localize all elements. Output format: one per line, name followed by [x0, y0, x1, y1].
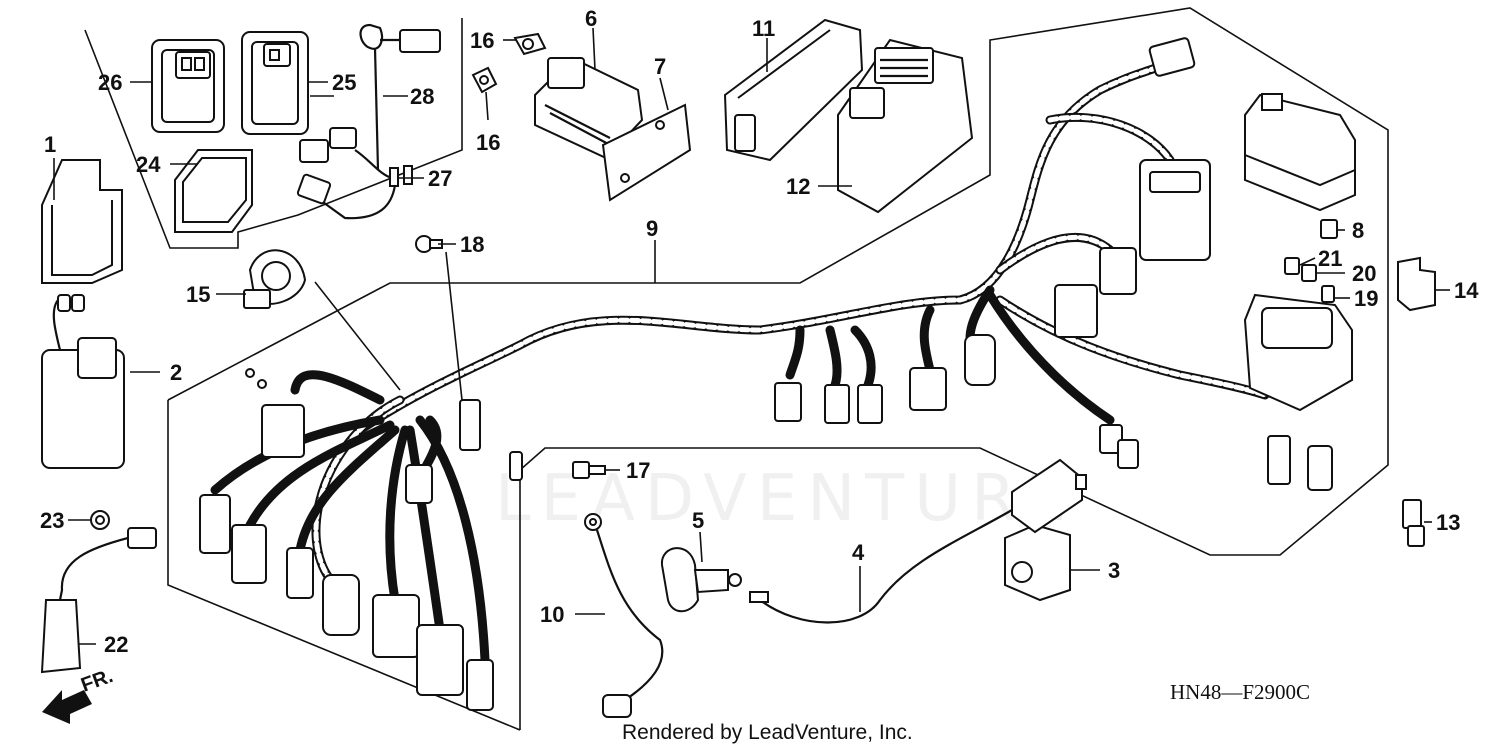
label-18: 18: [460, 232, 484, 257]
label-1: 1: [44, 132, 56, 157]
ecu-12: [837, 38, 974, 214]
label-23: 23: [40, 508, 64, 533]
starter-relay-4: [749, 458, 1087, 624]
front-direction-arrow: FR.: [42, 665, 116, 724]
fuses: [1284, 219, 1338, 303]
label-26: 26: [98, 70, 122, 95]
bracket-1: [41, 159, 123, 284]
label-16-bottom: 16: [476, 130, 500, 155]
label-14: 14: [1454, 278, 1479, 303]
label-16-top: 16: [470, 28, 494, 53]
label-9: 9: [646, 216, 658, 241]
label-8: 8: [1352, 218, 1364, 243]
relay-26: [151, 39, 225, 133]
diagram-code: HN48—F2900C: [1170, 680, 1310, 704]
leader-lines: [53, 27, 1450, 645]
terminal-13: [1402, 499, 1425, 547]
label-10: 10: [540, 602, 564, 627]
label-17: 17: [626, 458, 650, 483]
clamp-15: [243, 249, 307, 309]
label-5: 5: [692, 508, 704, 533]
part-labels: 1 2 3 4 5 6 7 8 9 10 11 12 13 14 15 16 1…: [40, 6, 1479, 657]
front-label: FR.: [78, 665, 116, 697]
rubber-mount-3: [1004, 523, 1071, 602]
grommet-16-top: [513, 32, 547, 56]
main-wire-harness-9: [210, 53, 1270, 665]
sub-harness-27-28: [296, 23, 441, 220]
grommet-16-bottom: [471, 66, 498, 94]
bracket-14: [1397, 256, 1436, 312]
label-25: 25: [332, 70, 356, 95]
cover-24: [174, 149, 253, 233]
label-19: 19: [1354, 286, 1378, 311]
unit-2: [41, 294, 125, 469]
fuse-block-cover: [1244, 93, 1356, 212]
label-15: 15: [186, 282, 210, 307]
label-20: 20: [1352, 261, 1376, 286]
label-27: 27: [428, 166, 452, 191]
relay-25: [241, 31, 309, 135]
harness-connectors: [199, 37, 1211, 711]
plug-cap-5: [660, 547, 742, 613]
plate-7: [601, 103, 692, 202]
label-28: 28: [410, 84, 434, 109]
label-7: 7: [654, 54, 666, 79]
label-11: 11: [752, 16, 775, 41]
label-4: 4: [852, 540, 865, 565]
ground-cable-10: [584, 513, 664, 718]
credit-text: Rendered by LeadVenture, Inc.: [622, 721, 913, 744]
clip-23: [90, 510, 110, 530]
sensor-22: [40, 527, 157, 674]
bolt-18: [415, 235, 443, 253]
fuse-box-11: [723, 18, 864, 162]
label-22: 22: [104, 632, 128, 657]
label-21: 21: [1318, 246, 1342, 271]
label-6: 6: [585, 6, 597, 31]
label-24: 24: [136, 152, 161, 177]
regulator-6: [534, 56, 644, 160]
fuse-block-base: [1243, 293, 1353, 491]
label-3: 3: [1108, 558, 1120, 583]
label-13: 13: [1436, 510, 1460, 535]
label-12: 12: [786, 174, 810, 199]
label-2: 2: [170, 360, 182, 385]
group-outlines: [84, 7, 1389, 731]
